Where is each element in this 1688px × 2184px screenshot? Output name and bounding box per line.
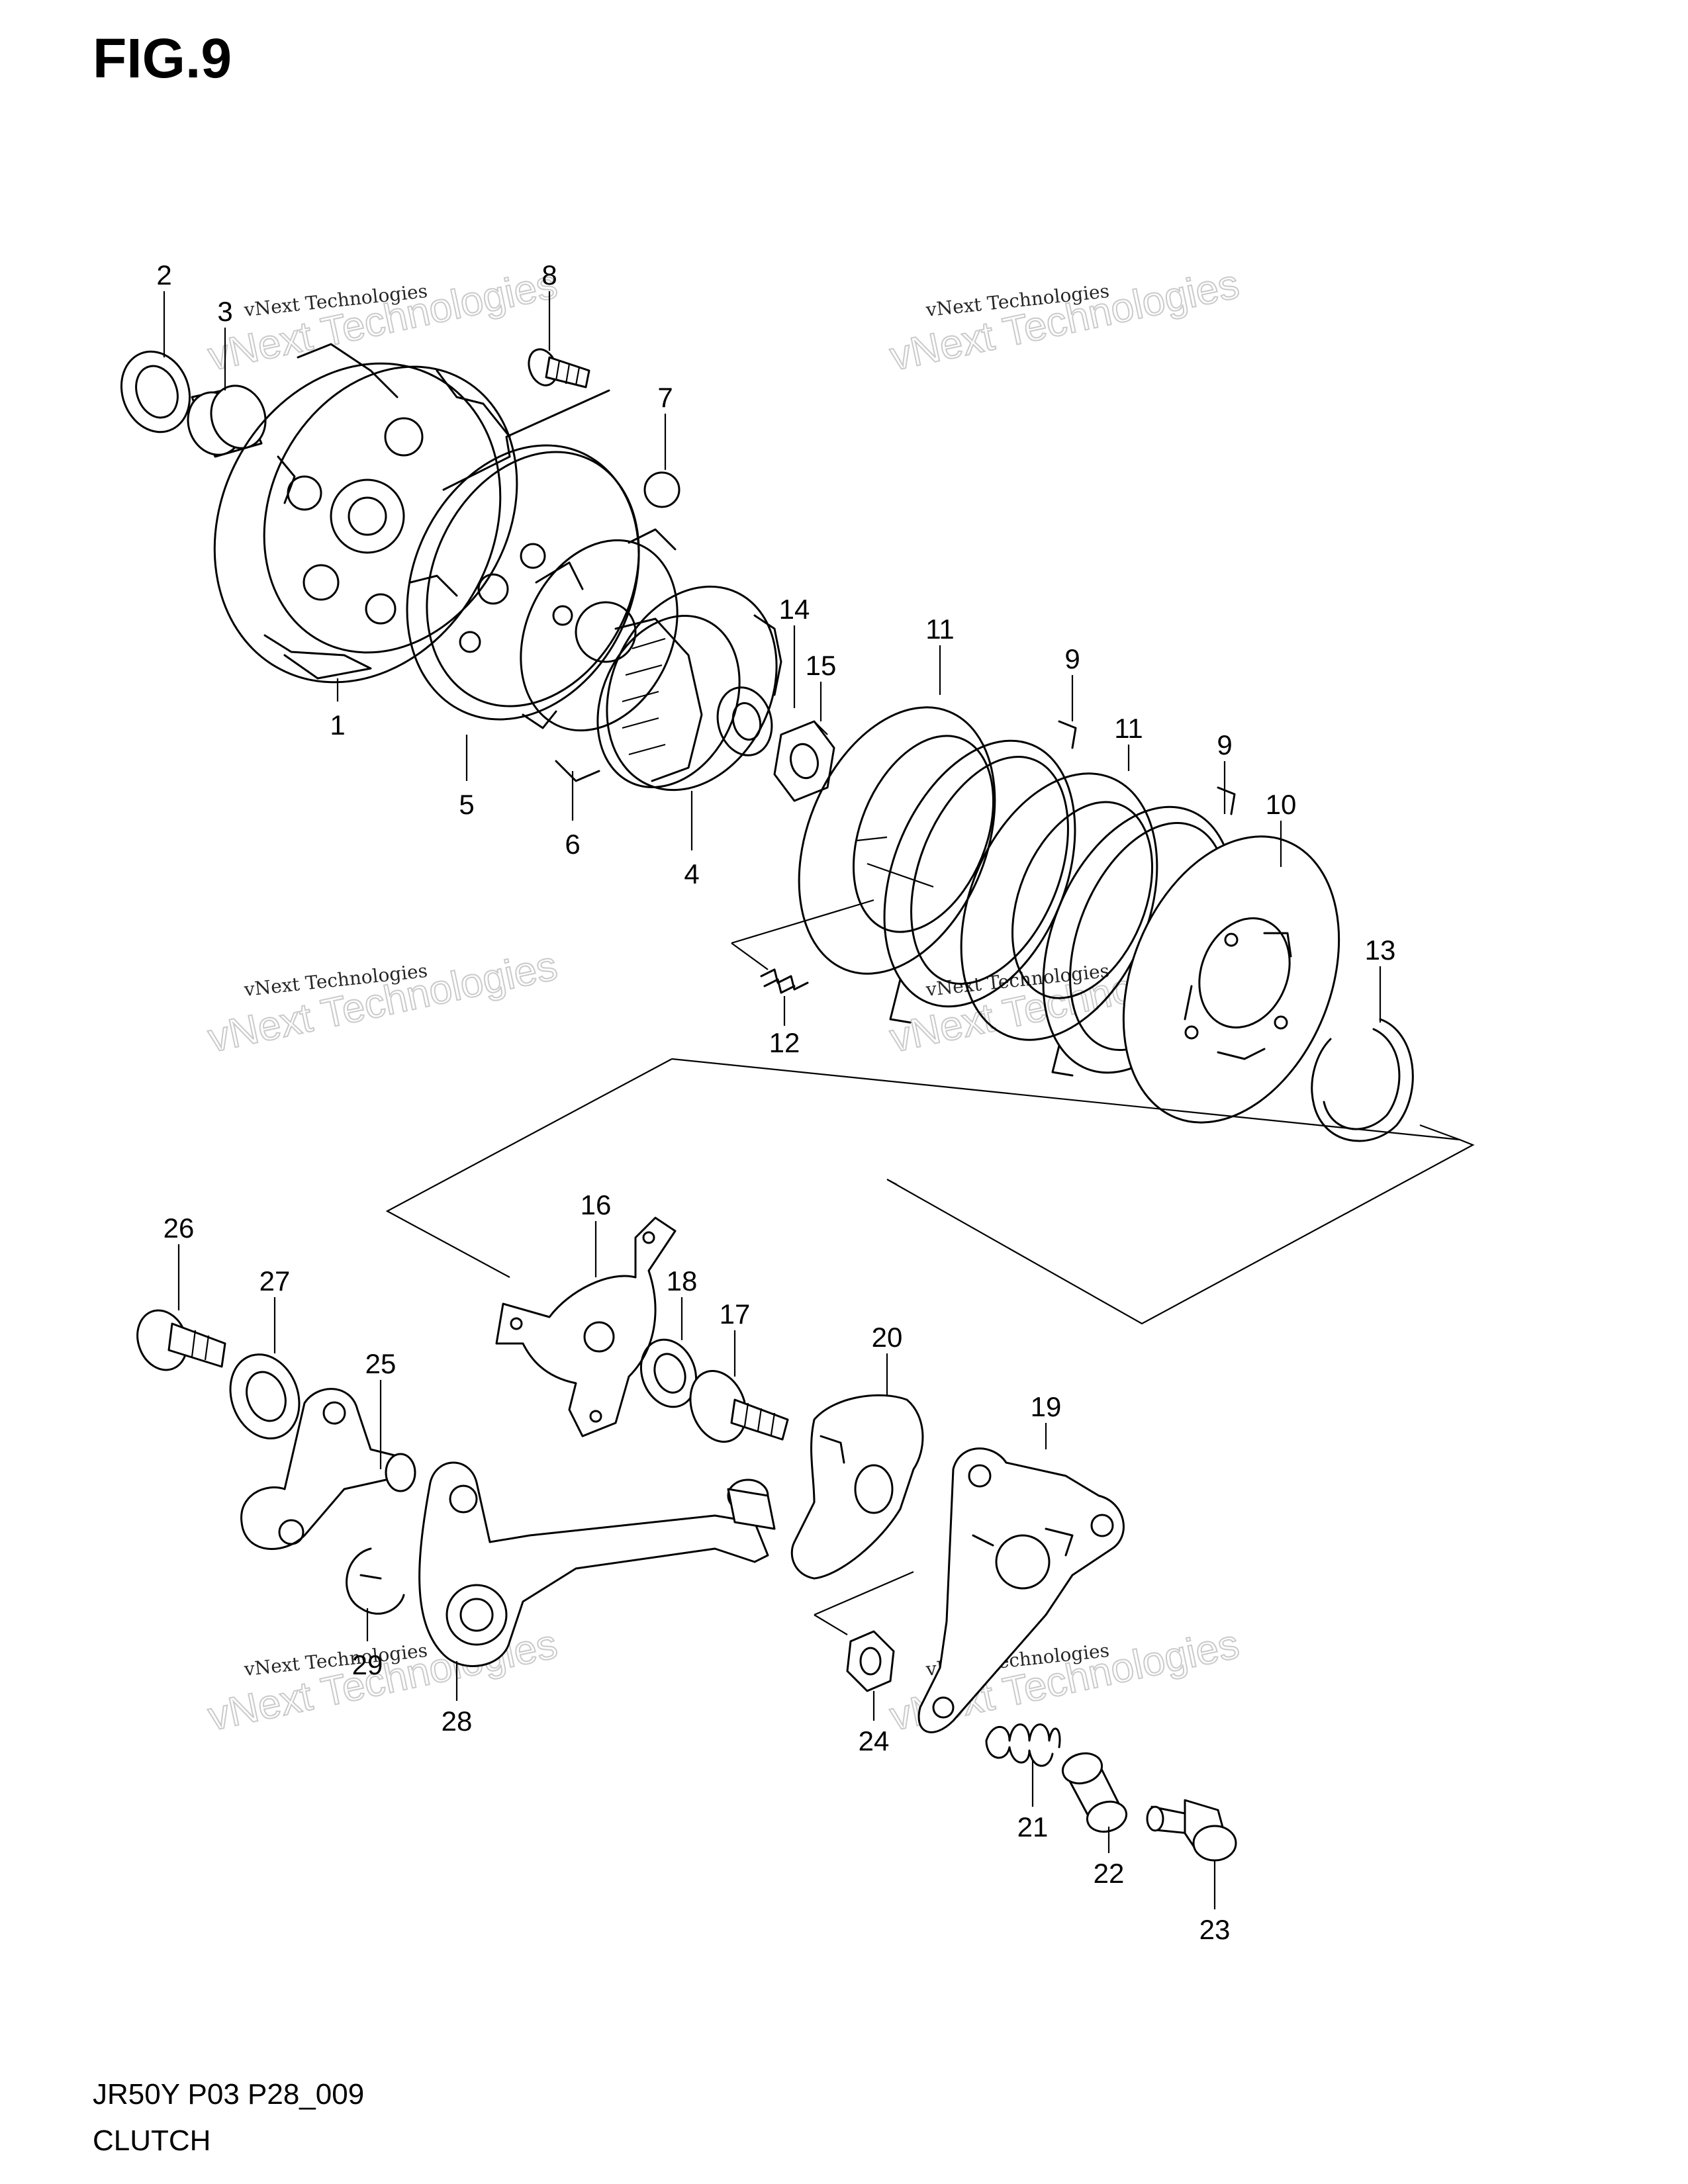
part-30-e-clip <box>346 1547 405 1615</box>
callout-7: 7 <box>657 382 673 413</box>
watermark-mid-left: vNext Technologies vNext Technologies <box>204 942 562 1062</box>
callout-25: 24 <box>859 1725 890 1756</box>
figure-title: FIG.9 <box>93 27 232 89</box>
part-4-clutch-hub <box>596 585 782 792</box>
callout-28: 27 <box>259 1265 291 1297</box>
part-18-bolt <box>689 1370 789 1443</box>
callout-10: 10 <box>1266 789 1297 820</box>
leader-lines <box>163 291 1382 1909</box>
part-23-collar <box>1061 1752 1128 1833</box>
callout-8: 8 <box>541 259 557 291</box>
part-3-spacer <box>187 385 267 458</box>
callout-9-upper: 9 <box>1064 643 1080 674</box>
callout-16: 15 <box>806 650 837 681</box>
part-21-cam <box>790 1394 924 1580</box>
callout-5: 5 <box>459 789 474 820</box>
part-28-washer <box>229 1353 301 1439</box>
part-24-bolt <box>1146 1799 1237 1862</box>
part-13-spring <box>760 968 809 994</box>
callout-17: 16 <box>581 1189 612 1220</box>
assembly-guide-lines-upper <box>731 862 934 970</box>
callout-14: 13 <box>1365 934 1396 966</box>
callout-9-lower: 9 <box>1217 729 1232 760</box>
callout-20: 19 <box>1031 1391 1062 1422</box>
part-7-ball <box>643 471 680 508</box>
part-26-release-arm <box>240 1388 416 1550</box>
callout-1: 1 <box>330 709 345 741</box>
svg-text:vNext Technologies: vNext Technologies <box>886 261 1243 380</box>
part-17-cam-plate <box>495 1216 677 1437</box>
part-14-circlip <box>1311 1018 1414 1142</box>
part-25-nut <box>814 1570 914 1692</box>
diagram-code: JR50Y P03 P28_009 <box>93 2078 365 2111</box>
part-15-washer <box>716 686 773 756</box>
part-10-pressure-plate <box>1122 835 1340 1124</box>
callout-4: 4 <box>684 858 699 889</box>
callout-19: 18 <box>667 1265 698 1297</box>
part-16-nut <box>773 720 835 802</box>
callout-27: 26 <box>164 1212 195 1244</box>
callout-26: 25 <box>365 1348 397 1379</box>
callout-29: 28 <box>442 1706 473 1737</box>
part-29-release-lever <box>418 1461 776 1667</box>
callout-6: 6 <box>565 829 580 860</box>
part-2-washer <box>120 350 191 433</box>
callout-12: 11 <box>925 614 955 645</box>
watermark-top-left: vNext Technologies vNext Technologies <box>204 261 562 381</box>
watermark-top-center: vNext Technologies vNext Technologies <box>886 261 1244 381</box>
part-8-screw <box>442 348 610 491</box>
svg-text:vNext Technologies: vNext Technologies <box>205 943 561 1062</box>
callout-22: 21 <box>1017 1811 1049 1843</box>
assembly-frame <box>385 1058 1475 1325</box>
part-19-washer <box>639 1338 698 1408</box>
callout-30: 29 <box>352 1649 383 1680</box>
callout-15: 14 <box>779 594 810 625</box>
callout-labels: 2 3 1 5 6 4 7 8 14 15 11 9 11 9 10 13 12… <box>156 259 1395 1945</box>
part-20-bracket <box>917 1447 1125 1733</box>
callout-3: 3 <box>217 296 232 327</box>
part-27-bolt <box>136 1309 226 1371</box>
callout-11: 11 <box>1114 713 1143 744</box>
part-22-spring <box>985 1723 1061 1767</box>
callout-21: 20 <box>872 1322 903 1353</box>
callout-13: 12 <box>769 1027 800 1058</box>
callout-24: 23 <box>1199 1914 1231 1945</box>
part-5-drive-plate <box>406 444 640 721</box>
section-name: CLUTCH <box>93 2124 211 2157</box>
svg-text:vNext Technologies: vNext Technologies <box>205 261 561 380</box>
part-6-tabbed-plate <box>520 528 679 782</box>
callout-18: 17 <box>720 1298 751 1330</box>
part-1-clutch-housing <box>213 343 518 684</box>
callout-23: 22 <box>1094 1858 1125 1889</box>
callout-2: 2 <box>156 259 171 291</box>
